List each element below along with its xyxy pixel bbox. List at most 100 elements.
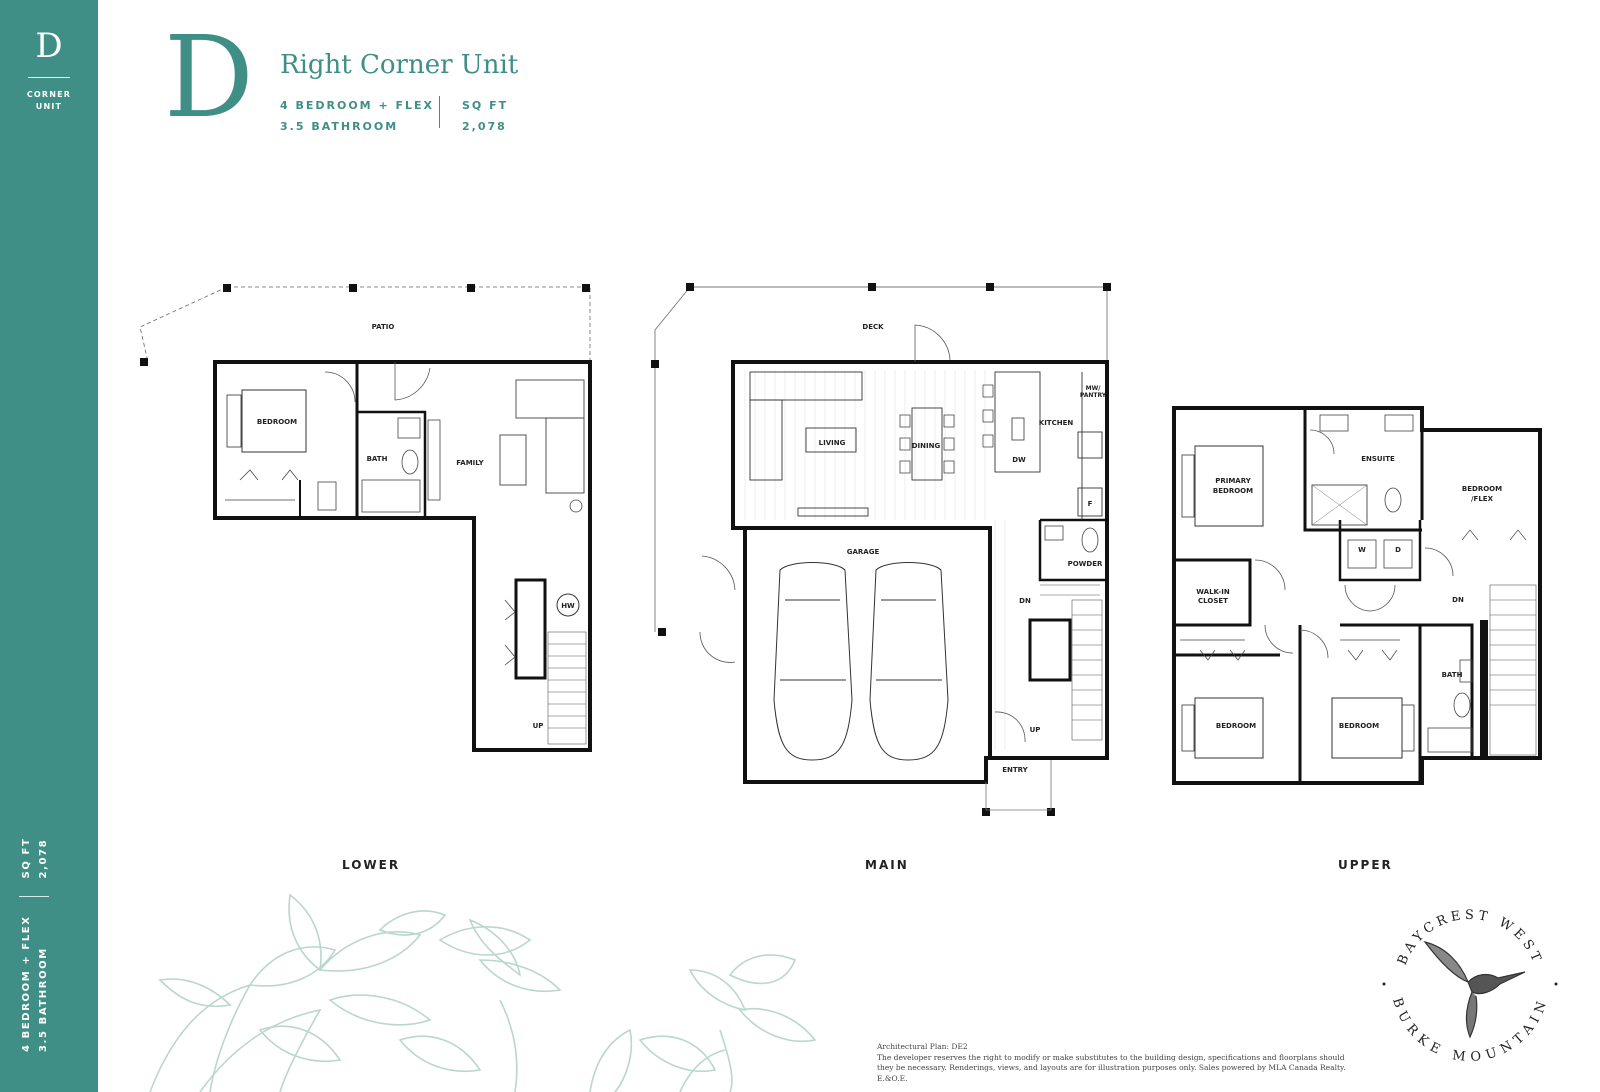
closet-doors	[225, 469, 299, 501]
living-coffee-table	[805, 427, 857, 453]
patio-post	[140, 358, 148, 366]
lower-stairs	[547, 631, 587, 745]
label-upper-dn: DN	[1452, 596, 1464, 604]
main-closet	[1028, 618, 1072, 682]
garage-wall	[733, 526, 992, 758]
ensuite-sink	[1319, 414, 1349, 432]
dining-chair	[899, 437, 911, 451]
label-powder: POWDER	[1068, 560, 1103, 568]
powder-sink	[1044, 525, 1064, 541]
door-swing	[1309, 429, 1335, 455]
patio-post	[223, 284, 231, 292]
nightstand	[1181, 454, 1195, 518]
upper-sink	[1459, 659, 1473, 683]
door-swing	[1254, 559, 1286, 591]
bar-stool	[982, 384, 994, 398]
label-fridge: F	[1088, 500, 1093, 508]
dining-chair	[899, 460, 911, 474]
upper-floor-plan: PRIMARY BEDROOM ENSUITE BEDROOM /FLEX W …	[1172, 406, 1542, 785]
sidebar-sub-line2: UNIT	[35, 102, 63, 111]
logo-top-text: BAYCREST WEST	[1395, 908, 1545, 967]
label-upper-bath: BATH	[1442, 671, 1463, 679]
label-walkin-line1: WALK-IN	[1196, 588, 1230, 596]
logo-dot	[1554, 982, 1558, 986]
deck-post	[658, 628, 666, 636]
baycrest-west-logo: BAYCREST WEST BURKE MOUNTAIN	[1382, 908, 1558, 1065]
unit-sqft: SQ FT 2,078	[462, 95, 508, 137]
deck-post	[651, 360, 659, 368]
walkin-closet-walls	[1174, 558, 1252, 627]
primary-bed	[1194, 445, 1264, 527]
deck-post	[868, 283, 876, 291]
door-swing	[699, 631, 736, 663]
label-lower-bath: BATH	[367, 455, 388, 463]
door-swing	[394, 362, 431, 401]
disclaimer: Architectural Plan: DE2 The developer re…	[877, 1042, 1347, 1084]
patio-post	[349, 284, 357, 292]
unit-title: Right Corner Unit	[280, 50, 519, 80]
level-label-main: MAIN	[865, 858, 909, 872]
upper-bedroom-walls	[1174, 625, 1302, 783]
unit-sqft-label: SQ FT	[462, 99, 509, 112]
upper-toilet	[1453, 692, 1471, 718]
main-stairs	[1040, 584, 1103, 741]
sink	[397, 417, 421, 439]
nightstand	[1181, 704, 1195, 752]
label-mw: MW/	[1086, 385, 1102, 392]
sidebar-unit-letter: D	[35, 26, 63, 66]
garage-door-swing	[701, 555, 736, 591]
label-ensuite: ENSUITE	[1361, 455, 1395, 463]
powder-toilet	[1081, 527, 1099, 553]
ensuite-walls	[1303, 408, 1424, 532]
unit-sqft-value: 2,078	[462, 120, 507, 133]
sectional-chaise	[749, 399, 783, 481]
sofa	[515, 379, 585, 419]
lower-exterior-walls	[213, 360, 592, 752]
lower-floor-plan: PATIO BEDROOM BATH FAMILY HW UP	[139, 284, 592, 752]
toilet	[401, 449, 419, 475]
bar-stool	[982, 409, 994, 423]
laundry-walls	[1338, 520, 1422, 582]
label-living: LIVING	[819, 439, 846, 447]
ensuite-sink	[1384, 414, 1414, 432]
label-deck: DECK	[862, 323, 884, 331]
desk	[317, 481, 337, 511]
main-floor-plan: DECK LIVING DINING KITCHEN MW/ PANTRY DW…	[651, 283, 1111, 816]
patio-post	[582, 284, 590, 292]
closet-doors	[1180, 639, 1246, 661]
dining-chair	[943, 460, 955, 474]
upper-bath-walls	[1340, 623, 1474, 783]
label-upper-bedroom-1: BEDROOM	[1216, 722, 1256, 730]
closet-doors	[1340, 639, 1400, 661]
sofa-chaise	[545, 417, 585, 494]
stair-wall	[1480, 620, 1488, 760]
entry-post	[1047, 808, 1055, 816]
label-main-up: UP	[1030, 726, 1041, 734]
disclaimer-line1: The developer reserves the right to modi…	[877, 1052, 1345, 1062]
level-label-lower: LOWER	[342, 858, 401, 872]
bathtub	[361, 479, 421, 513]
label-dryer: D	[1395, 546, 1401, 554]
hot-water-tank	[556, 593, 580, 617]
unit-baths: 3.5 BATHROOM	[280, 120, 399, 133]
label-primary-line2: BEDROOM	[1213, 487, 1253, 495]
dryer	[1383, 539, 1413, 569]
unit-bed-bath: 4 BEDROOM + FLEX 3.5 BATHROOM	[280, 95, 434, 137]
label-hw: HW	[561, 602, 575, 610]
fireplace	[797, 507, 869, 517]
door-swing	[324, 371, 356, 403]
dining-chair	[943, 414, 955, 428]
dining-table	[911, 407, 943, 481]
spec-divider	[439, 96, 440, 128]
label-primary-line1: PRIMARY	[1215, 477, 1252, 485]
label-walkin-line2: CLOSET	[1198, 597, 1228, 605]
sidebar: D CORNER UNIT 4 BEDROOM + FLEX 3.5 BATHR…	[0, 0, 98, 1092]
label-washer: W	[1358, 546, 1366, 554]
label-flex-line2: /FLEX	[1471, 495, 1494, 503]
closet-doors	[504, 599, 516, 666]
label-patio: PATIO	[372, 323, 395, 331]
door-swing	[1299, 629, 1329, 659]
upper-stairs	[1489, 584, 1537, 756]
label-garage: GARAGE	[847, 548, 880, 556]
